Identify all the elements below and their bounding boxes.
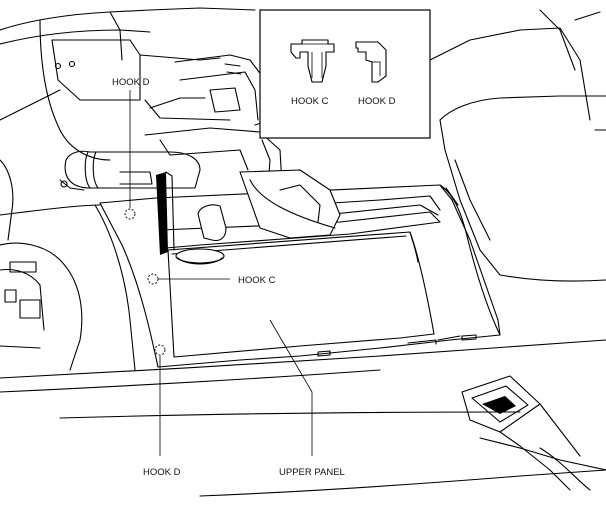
hook-c-shape: [290, 39, 335, 83]
hook-c-label: HOOK C: [238, 275, 276, 286]
inset-frame: [259, 9, 431, 139]
hook-detail-inset: HOOK C HOOK D: [259, 9, 431, 139]
leader-lines: [129, 90, 313, 456]
leader-upper-panel: [269, 319, 313, 456]
inset-hook-c-label: HOOK C: [291, 96, 329, 107]
hook-d-top-marker: [124, 208, 136, 220]
hook-d-bottom-label: HOOK D: [143, 467, 181, 478]
hook-d-top-label: HOOK D: [112, 77, 150, 88]
hook-d-bottom-marker: [154, 344, 166, 356]
inset-hook-d-label: HOOK D: [358, 96, 396, 107]
upper-panel-assembly: [99, 169, 501, 368]
upper-panel-label: UPPER PANEL: [279, 467, 345, 478]
